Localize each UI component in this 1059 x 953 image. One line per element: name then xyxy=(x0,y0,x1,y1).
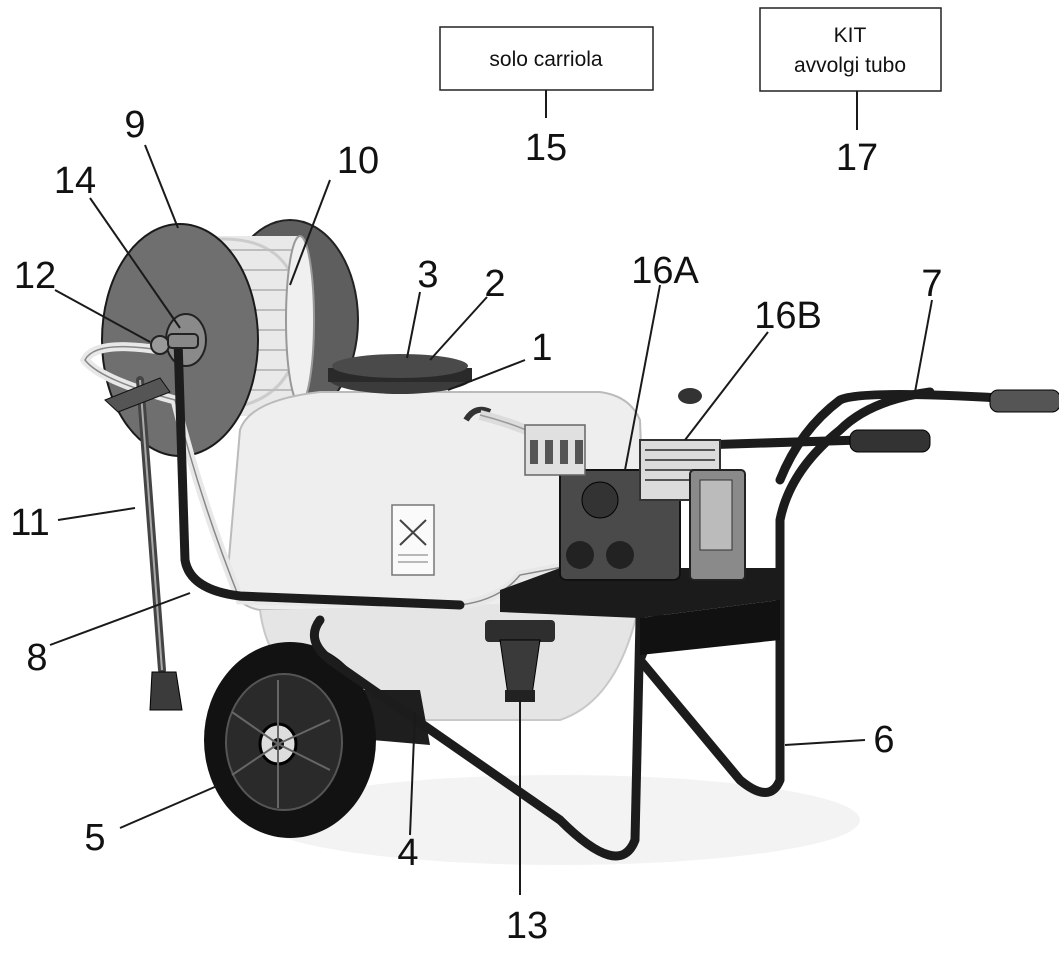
note-box-17-line-1: KIT xyxy=(834,24,867,47)
note-box-15: solo carriola xyxy=(439,26,654,91)
leader-lines xyxy=(49,90,933,895)
callout-2: 2 xyxy=(484,263,505,305)
callout-9: 9 xyxy=(124,104,145,146)
handle-grip-front xyxy=(849,429,931,453)
callout-13: 13 xyxy=(506,905,548,947)
callout-8: 8 xyxy=(26,637,47,679)
callout-14: 14 xyxy=(54,160,96,202)
callout-10: 10 xyxy=(337,140,379,182)
engine-pump xyxy=(524,388,746,581)
callout-7: 7 xyxy=(921,263,942,305)
note-box-15-text: solo carriola xyxy=(489,48,603,71)
callout-17: 17 xyxy=(836,137,878,179)
handle-grip-rear xyxy=(989,389,1059,413)
callout-6: 6 xyxy=(873,719,894,761)
sprayer-illustration xyxy=(79,219,1059,865)
callout-4: 4 xyxy=(397,832,418,874)
callout-3: 3 xyxy=(417,254,438,296)
wheel xyxy=(204,642,376,838)
callout-labels: 15 17 9 10 14 12 3 2 1 16A 16B 7 11 8 6 … xyxy=(10,104,942,947)
reel-crank xyxy=(150,333,199,355)
filter xyxy=(485,620,555,702)
callout-12: 12 xyxy=(14,255,56,297)
callout-16a: 16A xyxy=(631,250,699,292)
callout-11: 11 xyxy=(10,502,49,544)
callout-15: 15 xyxy=(525,127,567,169)
callout-16b: 16B xyxy=(754,295,822,337)
note-box-17-line-2: avvolgi tubo xyxy=(794,54,906,77)
callout-5: 5 xyxy=(84,817,105,859)
tank-label xyxy=(391,504,435,576)
spray-lance xyxy=(104,376,183,711)
callout-1: 1 xyxy=(531,327,552,369)
note-box-17: KIT avvolgi tubo xyxy=(759,7,942,92)
